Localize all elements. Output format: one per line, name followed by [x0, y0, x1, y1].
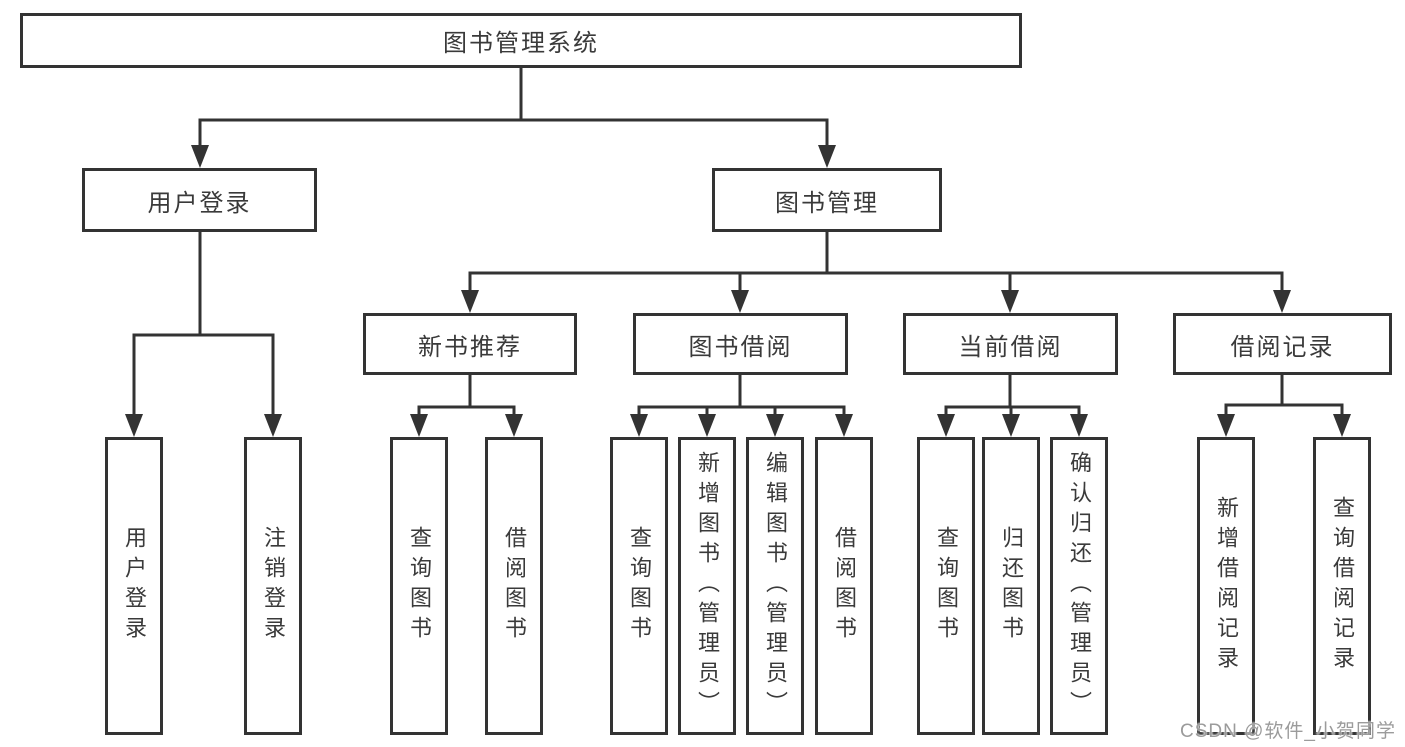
node-label: 确认归还（管理员）: [1067, 451, 1092, 721]
leaf-query-books-recommend: 查询图书: [390, 437, 448, 735]
leaf-query-books-borrowing: 查询图书: [610, 437, 668, 735]
leaf-logout: 注销登录: [244, 437, 302, 735]
node-label: 归还图书: [999, 526, 1024, 646]
node-label: 用户登录: [147, 189, 252, 217]
node-root-library-system: 图书管理系统: [20, 13, 1022, 68]
leaf-add-borrow-record: 新增借阅记录: [1197, 437, 1255, 735]
node-label: 查询图书: [627, 526, 652, 646]
node-current-borrowing: 当前借阅: [903, 313, 1118, 375]
leaf-add-book-admin: 新增图书（管理员）: [678, 437, 736, 735]
node-label: 新增借阅记录: [1214, 496, 1239, 676]
leaf-borrow-books-recommend: 借阅图书: [485, 437, 543, 735]
node-label: 借阅记录: [1230, 333, 1335, 361]
leaf-query-borrow-record: 查询借阅记录: [1313, 437, 1371, 735]
node-label: 编辑图书（管理员）: [763, 451, 788, 721]
node-label: 查询图书: [934, 526, 959, 646]
node-label: 借阅图书: [832, 526, 857, 646]
arrowheads: [125, 145, 1351, 437]
node-label: 查询借阅记录: [1330, 496, 1355, 676]
node-book-borrowing: 图书借阅: [633, 313, 848, 375]
leaf-confirm-return-admin: 确认归还（管理员）: [1050, 437, 1108, 735]
leaf-edit-book-admin: 编辑图书（管理员）: [746, 437, 804, 735]
leaf-query-books-current: 查询图书: [917, 437, 975, 735]
node-label: 新增图书（管理员）: [695, 451, 720, 721]
node-label: 当前借阅: [958, 333, 1063, 361]
node-label: 注销登录: [261, 526, 286, 646]
connector-lines: [132, 68, 1344, 416]
node-label: 借阅图书: [502, 526, 527, 646]
node-label: 图书管理: [775, 189, 879, 217]
node-label: 用户登录: [122, 526, 147, 646]
node-borrow-records: 借阅记录: [1173, 313, 1392, 375]
leaf-return-books: 归还图书: [982, 437, 1040, 735]
watermark: CSDN @软件_小贺同学: [1180, 721, 1396, 742]
node-user-login: 用户登录: [82, 168, 317, 232]
node-label: 图书管理系统: [443, 30, 599, 57]
node-book-management: 图书管理: [712, 168, 942, 232]
leaf-borrow-books-borrowing: 借阅图书: [815, 437, 873, 735]
node-label: 新书推荐: [418, 333, 522, 361]
node-new-book-recommend: 新书推荐: [363, 313, 577, 375]
node-label: 图书借阅: [688, 333, 793, 361]
leaf-user-login: 用户登录: [105, 437, 163, 735]
node-label: 查询图书: [407, 526, 432, 646]
